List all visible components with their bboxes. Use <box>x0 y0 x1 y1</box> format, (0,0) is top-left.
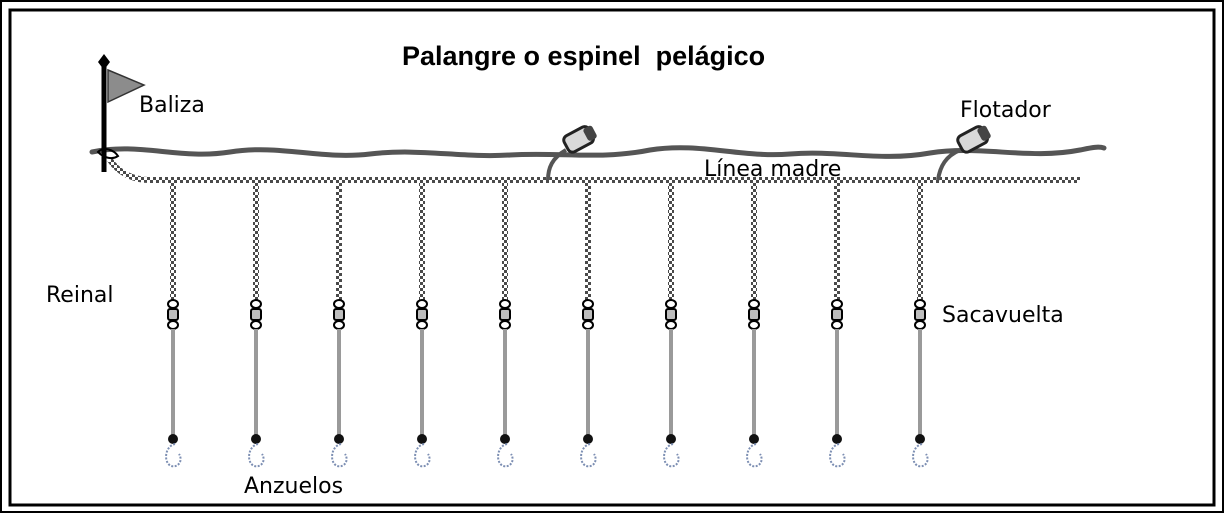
swivel-body <box>250 308 262 321</box>
branch-9 <box>829 180 846 468</box>
swivel-ring-top <box>167 299 179 309</box>
swivel-body <box>333 308 345 321</box>
beacon <box>96 54 146 172</box>
hook-icon <box>829 443 846 468</box>
float-2 <box>936 125 991 181</box>
float-1 <box>546 125 597 181</box>
hook-eye <box>168 434 178 444</box>
hook-icon <box>580 443 597 468</box>
hook-icon <box>497 443 514 468</box>
label-reinal: Reinal <box>46 283 113 308</box>
branch-3 <box>331 180 348 468</box>
label-flotador: Flotador <box>960 98 1052 123</box>
hook-icon <box>165 443 182 468</box>
swivel-body <box>831 308 843 321</box>
beacon-flag <box>107 68 146 104</box>
swivel-body <box>499 308 511 321</box>
swivel-body <box>665 308 677 321</box>
hook-icon <box>912 443 929 468</box>
swivel-body <box>914 308 926 321</box>
hook-eye <box>915 434 925 444</box>
swivel-ring-top <box>499 299 511 309</box>
hook-eye <box>334 434 344 444</box>
branch-lines <box>165 180 929 468</box>
hook-icon <box>414 443 431 468</box>
swivel-body <box>748 308 760 321</box>
hook-eye <box>417 434 427 444</box>
swivel-ring-bottom <box>914 320 926 330</box>
branch-2 <box>248 180 265 468</box>
label-baliza: Baliza <box>139 93 205 118</box>
main-line-rope <box>107 158 1080 183</box>
swivel-body <box>582 308 594 321</box>
branch-10 <box>912 180 929 468</box>
label-anzuelos: Anzuelos <box>244 474 343 499</box>
swivel-ring-top <box>416 299 428 309</box>
swivel-ring-bottom <box>250 320 262 330</box>
swivel-ring-top <box>914 299 926 309</box>
swivel-ring-bottom <box>831 320 843 330</box>
sea-surface-line <box>89 144 1107 159</box>
hook-icon <box>248 443 265 468</box>
branch-1 <box>165 180 182 468</box>
float-cap <box>583 125 597 141</box>
branch-5 <box>497 180 514 468</box>
swivel-ring-top <box>333 299 345 309</box>
beacon-knot <box>96 148 120 160</box>
swivel-ring-top <box>665 299 677 309</box>
hook-icon <box>746 443 763 468</box>
hook-eye <box>500 434 510 444</box>
swivel-ring-bottom <box>665 320 677 330</box>
branch-6 <box>580 180 597 468</box>
swivel-ring-bottom <box>582 320 594 330</box>
float-line <box>546 148 568 181</box>
swivel-ring-top <box>582 299 594 309</box>
branch-4 <box>414 180 431 468</box>
hook-eye <box>583 434 593 444</box>
hook-eye <box>832 434 842 444</box>
hook-icon <box>663 443 680 468</box>
float-line <box>936 148 961 181</box>
swivel-ring-top <box>748 299 760 309</box>
beacon-top-diamond <box>98 54 110 70</box>
swivel-body <box>167 308 179 321</box>
swivel-body <box>416 308 428 321</box>
hook-icon <box>331 443 348 468</box>
branch-8 <box>746 180 763 468</box>
swivel-ring-bottom <box>748 320 760 330</box>
swivel-ring-bottom <box>167 320 179 330</box>
label-linea-madre: Línea madre <box>704 157 841 182</box>
branch-7 <box>663 180 680 468</box>
swivel-ring-top <box>831 299 843 309</box>
swivel-ring-bottom <box>333 320 345 330</box>
diagram-title: Palangre o espinel pelágico <box>402 41 765 71</box>
hook-eye <box>251 434 261 444</box>
inner-border <box>8 8 1216 507</box>
swivel-ring-top <box>250 299 262 309</box>
float-cap <box>977 125 991 141</box>
swivel-ring-bottom <box>499 320 511 330</box>
hook-eye <box>666 434 676 444</box>
hook-eye <box>749 434 759 444</box>
swivel-ring-bottom <box>416 320 428 330</box>
label-sacavuelta: Sacavuelta <box>942 303 1064 328</box>
